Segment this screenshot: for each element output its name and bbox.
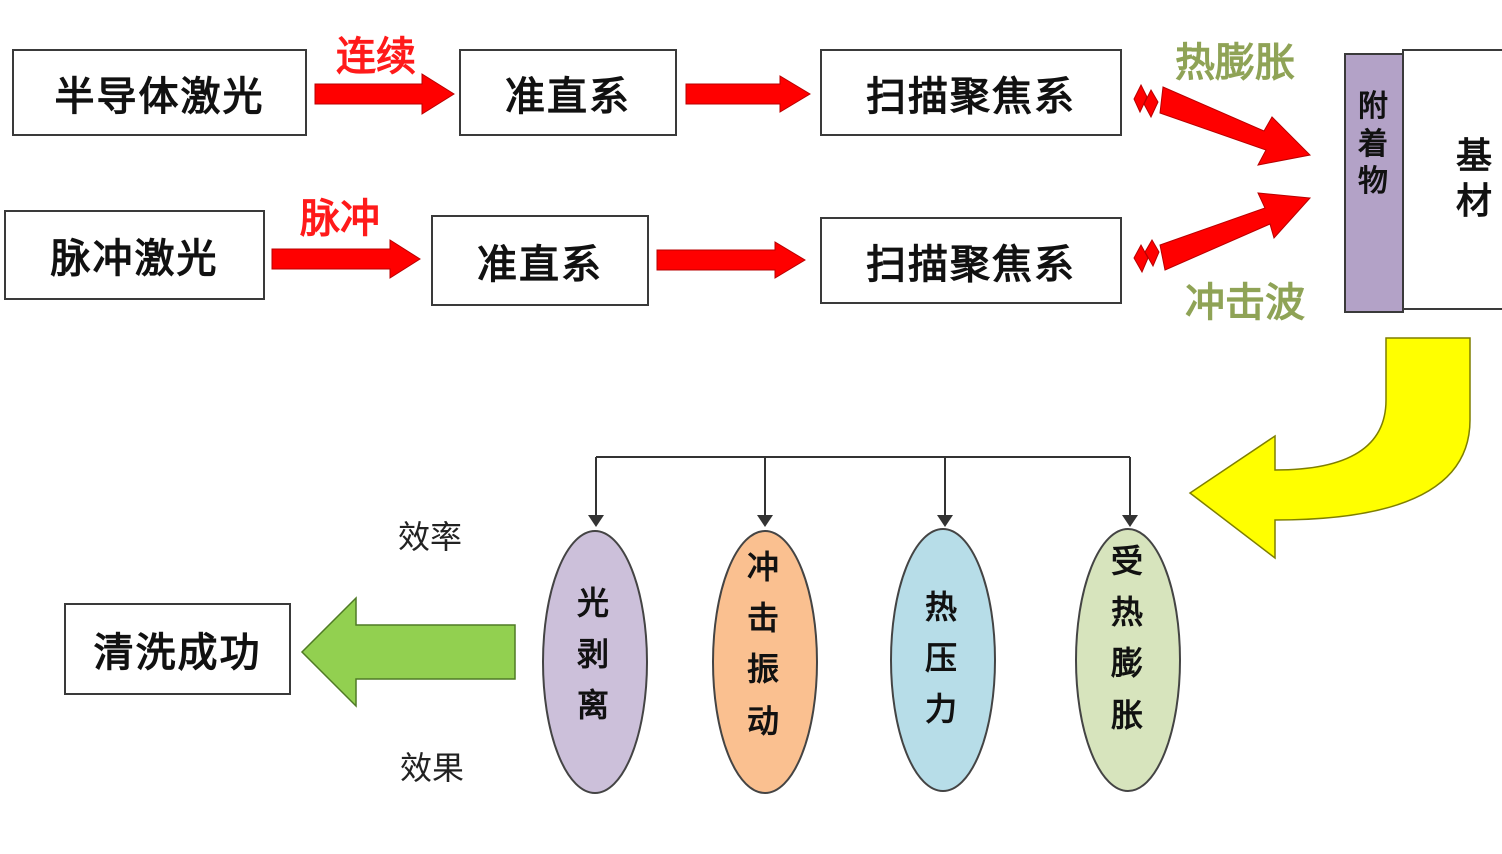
substrate-box <box>1402 49 1502 310</box>
arrow-collimator-to-scanner-2 <box>656 241 806 279</box>
attachment-box <box>1344 53 1404 313</box>
arrow-source-to-collimator-1 <box>314 73 455 115</box>
collimator-label-1: 准直系 <box>505 73 631 120</box>
arrow-thermal-expansion <box>1133 83 1312 166</box>
collimator-box-2: 准直系 <box>431 215 649 306</box>
scan-focus-box-2: 扫描聚焦系 <box>820 217 1122 304</box>
attachment-label: 附 着 物 <box>1358 89 1388 199</box>
efficiency-label: 效率 <box>398 518 463 556</box>
continuous-mode-label: 连续 <box>336 34 416 80</box>
scan-focus-label-1: 扫描聚焦系 <box>866 73 1076 120</box>
scan-focus-box-1: 扫描聚焦系 <box>820 49 1122 136</box>
arrow-collimator-to-scanner-1 <box>685 75 811 113</box>
semiconductor-laser-box: 半导体激光 <box>12 49 307 136</box>
thermal-expansion-label: 热膨胀 <box>1175 40 1295 86</box>
ellipse-thermal-stress <box>890 528 996 792</box>
ellipse-shock-vibration <box>712 530 818 794</box>
mechanism-text-1: 光 剥 离 <box>577 584 610 725</box>
mechanism-text-2: 冲 击 振 动 <box>747 548 780 740</box>
collimator-box-1: 准直系 <box>459 49 677 136</box>
arrow-green-result <box>300 596 516 708</box>
cleaning-success-label: 清洗成功 <box>93 630 262 676</box>
effect-label: 效果 <box>400 749 465 787</box>
scan-focus-label-2: 扫描聚焦系 <box>866 241 1076 288</box>
pulse-laser-label: 脉冲激光 <box>50 236 219 282</box>
arrow-shock-wave <box>1133 192 1312 274</box>
ellipse-thermal-expansion <box>1075 528 1181 792</box>
mechanism-text-3: 热 压 力 <box>925 588 958 729</box>
arrow-source-to-collimator-2 <box>271 239 421 279</box>
pulse-mode-label: 脉冲 <box>300 196 380 242</box>
collimator-label-2: 准直系 <box>477 241 603 288</box>
substrate-label: 基 材 <box>1456 136 1493 222</box>
mechanism-text-4: 受 热 膨 胀 <box>1111 542 1144 734</box>
cleaning-success-box: 清洗成功 <box>64 603 291 695</box>
pulse-laser-box: 脉冲激光 <box>4 210 265 300</box>
ellipse-light-peeling <box>542 530 648 794</box>
shock-wave-label: 冲击波 <box>1185 280 1305 326</box>
mechanism-connector <box>595 456 1131 518</box>
arrow-yellow-curve <box>1188 337 1471 560</box>
semiconductor-laser-label: 半导体激光 <box>54 73 265 120</box>
